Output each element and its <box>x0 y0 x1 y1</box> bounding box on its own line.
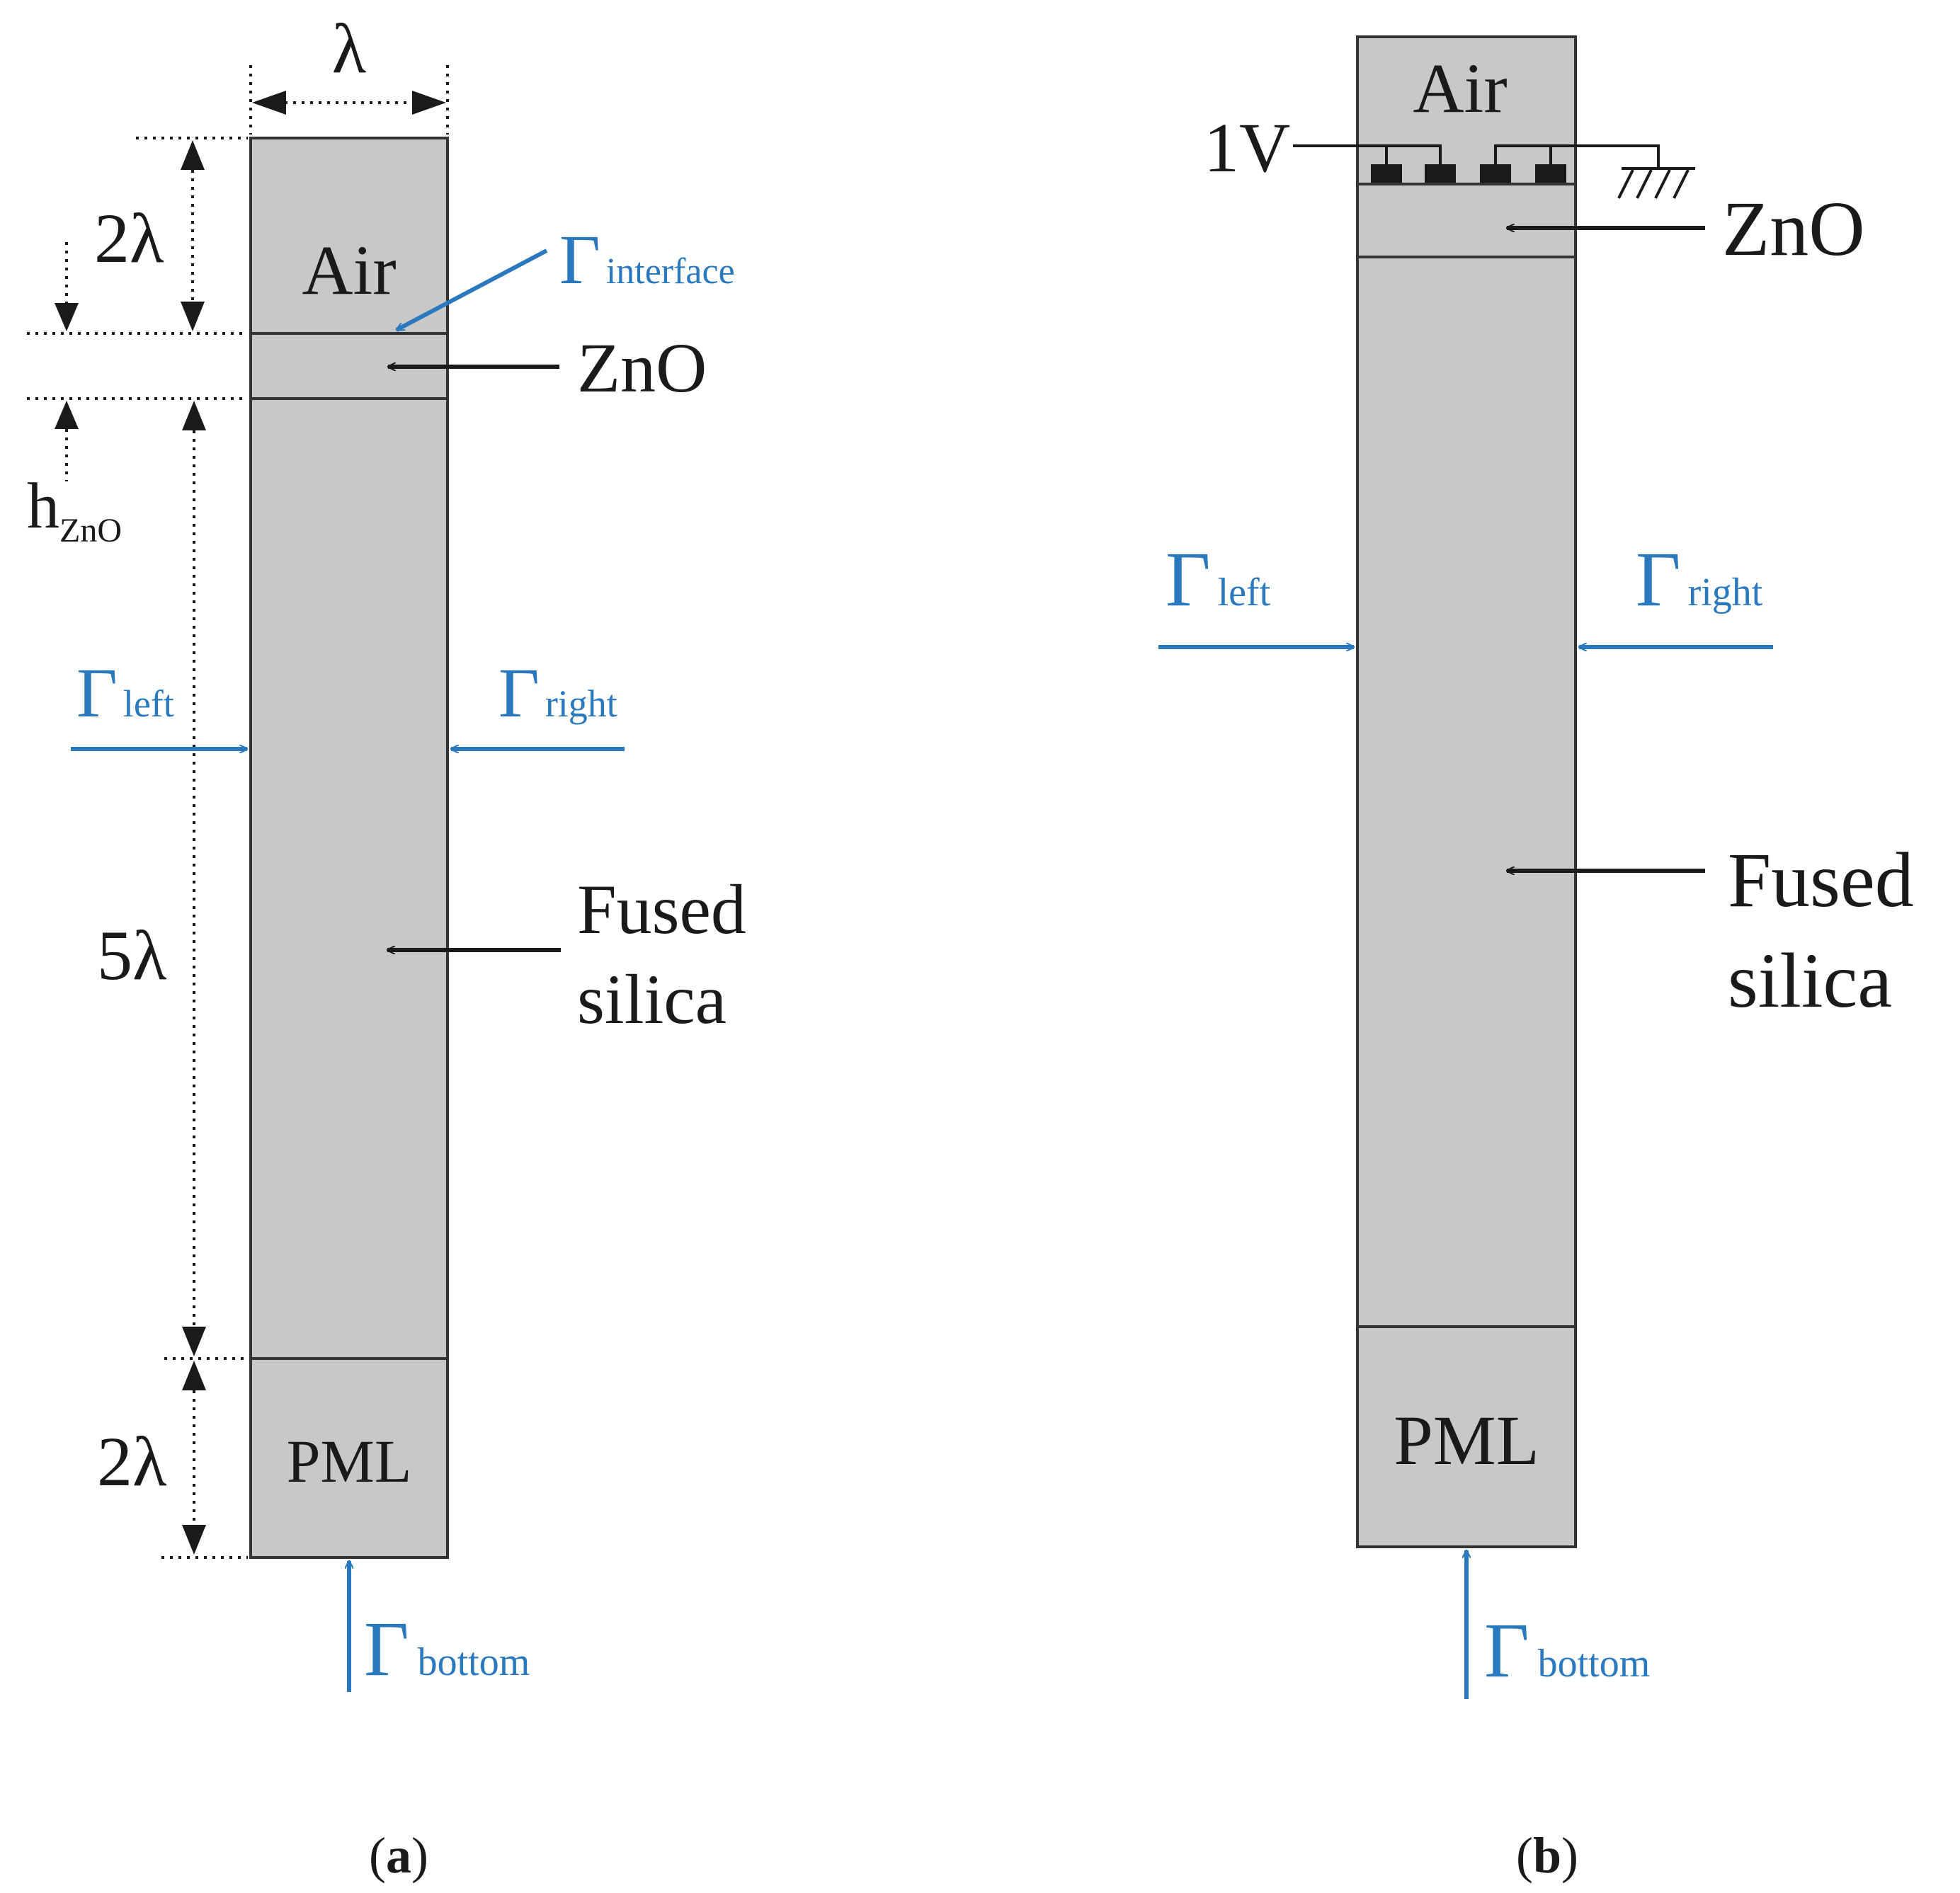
panel-b-electrode-4 <box>1535 164 1566 183</box>
panel-a-left-sub: left <box>123 682 174 725</box>
panel-b-bottom-sub: bottom <box>1538 1642 1651 1686</box>
panel-b-left-sub: left <box>1218 571 1271 614</box>
panel-b-electrode-1 <box>1371 164 1402 183</box>
panel-a-silica-dim-label: 5λ <box>97 916 167 995</box>
panel-a-bottom-sym: Γ <box>364 1606 409 1692</box>
panel-a-interface-arrow <box>397 248 548 332</box>
panel-a-air-label: Air <box>302 231 396 309</box>
panel-a-air-dim-arrow-bottom <box>181 302 205 331</box>
panel-a-pml-label: PML <box>287 1427 412 1495</box>
panel-a-zno-dim-label: hZnO <box>27 469 122 549</box>
panel-a-pml-dim-arrow-top <box>182 1361 206 1390</box>
panel-b-voltage-wire <box>1293 144 1442 164</box>
panel-a-air-dim-label: 2λ <box>94 199 164 278</box>
panel-b-air-label: Air <box>1413 49 1507 127</box>
panel-a-left-sym: Γ <box>76 653 118 732</box>
panel-a-silica-dim-arrow-top <box>182 401 206 430</box>
panel-a-pml-dim-arrow-bottom <box>182 1525 206 1555</box>
panel-b-right-sub: right <box>1688 571 1763 614</box>
panel-a-bottom-sub: bottom <box>418 1640 530 1684</box>
panel-a-width-arrow-right <box>412 91 446 115</box>
panel-a-zno-dim-sub: ZnO <box>59 512 122 549</box>
panel-b-caption-letter: b <box>1533 1827 1561 1884</box>
panel-a-interface-sub: interface <box>606 251 735 292</box>
panel-b-voltage-label: 1V <box>1204 108 1290 187</box>
panel-a-interface-sym: Γ <box>559 220 600 299</box>
panel-b-zno-label: ZnO <box>1722 185 1865 272</box>
panel-b-silica-label-2: silica <box>1728 937 1892 1024</box>
panel-a-zno-dim-base: h <box>27 469 59 542</box>
panel-a-silica-dim-arrow-bottom <box>182 1327 206 1356</box>
panel-b-silica-label-1: Fused <box>1728 837 1914 923</box>
panel-a-domain <box>249 137 449 1559</box>
panel-b-caption: (b) <box>1516 1827 1578 1884</box>
panel-b-domain <box>1356 35 1577 1548</box>
panel-b-right-sym: Γ <box>1636 536 1681 622</box>
panel-a-zno-label: ZnO <box>577 328 707 407</box>
panel-a-zno-dim-arrow-down <box>55 303 79 331</box>
panel-a-pml-dim-label-bg <box>92 1423 184 1499</box>
panel-a-silica-label-1: Fused <box>577 870 746 949</box>
panel-a-pml-dim-label: 2λ <box>97 1422 167 1501</box>
panel-a-silica-dim-label-bg <box>92 912 184 988</box>
panel-a-zno-dim-arrow-up <box>55 401 79 429</box>
panel-b-electrode-3 <box>1480 164 1511 183</box>
panel-b-pml-label: PML <box>1394 1401 1539 1480</box>
panel-a-caption: (a) <box>369 1827 428 1884</box>
panel-a-caption-letter: a <box>386 1827 411 1884</box>
panel-a-width-label: λ <box>332 9 367 88</box>
panel-a-width-arrow-left <box>252 91 286 115</box>
panel-b-ground-wire <box>1494 144 1660 167</box>
panel-a-silica-label-2: silica <box>577 960 727 1039</box>
panel-a: Air PML ZnO Fused silica λ 2λ hZnO <box>27 9 746 1884</box>
panel-b-electrode-2 <box>1425 164 1456 183</box>
panel-a-right-sub: right <box>545 682 617 725</box>
panel-b-left-sym: Γ <box>1166 536 1211 622</box>
panel-b-bottom-sym: Γ <box>1484 1607 1529 1693</box>
ground-icon <box>1617 167 1695 199</box>
panel-a-right-sym: Γ <box>498 653 540 732</box>
panel-a-air-dim-arrow-top <box>181 140 205 170</box>
